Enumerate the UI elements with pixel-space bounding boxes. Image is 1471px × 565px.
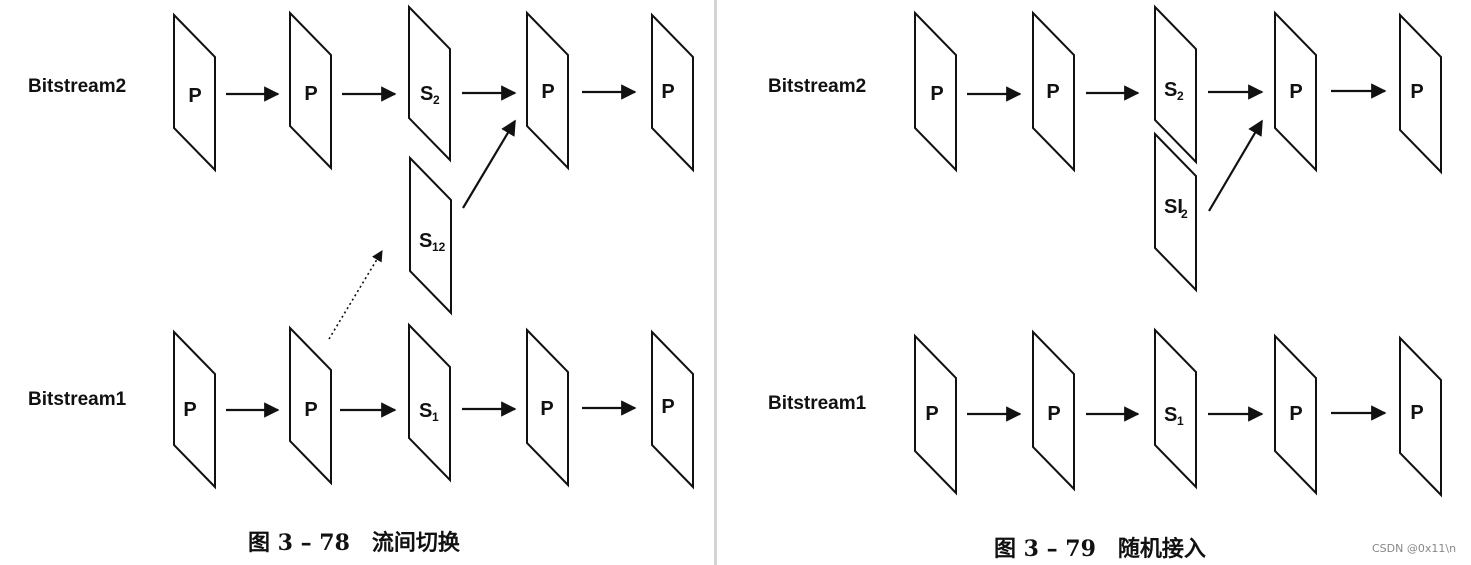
frame-p: P bbox=[1399, 335, 1442, 498]
svg-text:1: 1 bbox=[432, 410, 439, 424]
frame-p: P bbox=[651, 329, 694, 490]
frame-s1: S 1 bbox=[1154, 327, 1197, 490]
svg-text:P: P bbox=[1289, 81, 1302, 103]
svg-text:P: P bbox=[1410, 402, 1423, 424]
frame-p: P bbox=[1032, 10, 1075, 173]
arrow-switch-dotted bbox=[328, 250, 383, 340]
svg-text:P: P bbox=[925, 403, 938, 425]
frame-p: P bbox=[651, 12, 694, 173]
svg-text:SI: SI bbox=[1164, 196, 1183, 218]
svg-text:S: S bbox=[420, 83, 433, 105]
frame-p: P bbox=[526, 10, 569, 171]
svg-text:P: P bbox=[1410, 81, 1423, 103]
figure-left: Bitstream2 Bitstream1 P P S 2 P bbox=[28, 4, 694, 556]
svg-text:2: 2 bbox=[433, 93, 440, 107]
frame-p: P bbox=[914, 333, 957, 496]
figure-right: Bitstream2 Bitstream1 P P S 2 P bbox=[768, 4, 1442, 562]
frame-p: P bbox=[173, 12, 216, 173]
bitstream2-label-left: Bitstream2 bbox=[28, 76, 126, 97]
frame-p: P bbox=[1399, 12, 1442, 175]
frame-s2: S 2 bbox=[408, 4, 451, 163]
svg-text:P: P bbox=[661, 81, 674, 103]
svg-text:12: 12 bbox=[432, 240, 446, 254]
svg-text:P: P bbox=[304, 83, 317, 105]
svg-text:P: P bbox=[1047, 403, 1060, 425]
frame-p: P bbox=[914, 10, 957, 173]
svg-text:1: 1 bbox=[1177, 414, 1184, 428]
svg-text:P: P bbox=[304, 399, 317, 421]
panel-divider bbox=[714, 0, 717, 565]
arrow-switch bbox=[462, 119, 516, 209]
frame-s12: S 12 bbox=[409, 155, 452, 316]
svg-text:P: P bbox=[540, 398, 553, 420]
frame-s1: S 1 bbox=[408, 322, 451, 483]
svg-text:S: S bbox=[419, 400, 432, 422]
bitstream1-label-left: Bitstream1 bbox=[28, 389, 127, 410]
frame-p: P bbox=[289, 10, 332, 171]
svg-text:S: S bbox=[419, 230, 432, 252]
frame-si2: SI 2 bbox=[1154, 131, 1197, 293]
bitstream1-label-right: Bitstream1 bbox=[768, 393, 867, 414]
arrow-random-access bbox=[1208, 119, 1263, 212]
frame-s2: S 2 bbox=[1154, 4, 1197, 165]
figure-caption-left: 图 3 – 78 流间切换 bbox=[248, 530, 461, 556]
svg-text:P: P bbox=[188, 85, 201, 107]
top-row-left: P P S 2 P P bbox=[173, 4, 694, 173]
svg-text:2: 2 bbox=[1181, 207, 1188, 221]
frame-p: P bbox=[1032, 329, 1075, 492]
top-row-right: P P S 2 P P bbox=[914, 4, 1442, 175]
watermark: CSDN @0x11\n bbox=[1372, 542, 1456, 555]
frame-p: P bbox=[289, 325, 332, 486]
bottom-row-right: P P S 1 P P bbox=[914, 327, 1442, 498]
frame-p: P bbox=[526, 327, 569, 488]
svg-text:2: 2 bbox=[1177, 89, 1184, 103]
svg-text:P: P bbox=[1289, 403, 1302, 425]
figure-caption-right: 图 3 – 79 随机接入 bbox=[994, 536, 1206, 562]
svg-text:S: S bbox=[1164, 404, 1177, 426]
frame-p: P bbox=[1274, 10, 1317, 173]
frame-p: P bbox=[1274, 333, 1317, 496]
svg-text:P: P bbox=[183, 399, 196, 421]
bottom-row-left: P P S 1 P P bbox=[173, 322, 694, 490]
svg-text:P: P bbox=[930, 83, 943, 105]
svg-text:P: P bbox=[661, 396, 674, 418]
bitstream2-label-right: Bitstream2 bbox=[768, 76, 866, 97]
svg-text:S: S bbox=[1164, 79, 1177, 101]
frame-p: P bbox=[173, 329, 216, 490]
svg-text:P: P bbox=[1046, 81, 1059, 103]
svg-text:P: P bbox=[541, 81, 554, 103]
